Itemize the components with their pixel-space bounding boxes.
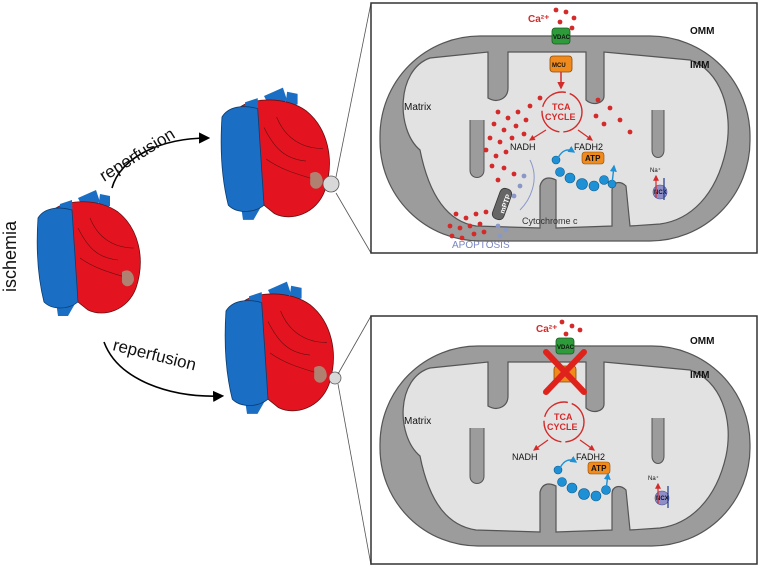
mitochondrion-panel-protected: OMM IMM Matrix Ca²⁺ VDAC TCA CYCLE NADH … — [370, 315, 758, 565]
ischemia-label: ischemia — [0, 220, 20, 292]
svg-text:CYCLE: CYCLE — [545, 112, 576, 122]
matrix-region — [402, 361, 729, 533]
svg-text:ATP: ATP — [591, 464, 607, 473]
zoom-lines-top — [335, 2, 372, 254]
ncx-exchanger: NCX Na⁺ — [650, 167, 668, 200]
electron-transport-chain — [553, 465, 611, 502]
svg-text:TCA: TCA — [554, 412, 573, 422]
calcium-efflux — [447, 209, 489, 241]
reperfusion-top-arrow — [111, 132, 211, 189]
vdac-channel: VDAC — [551, 27, 571, 45]
calcium-overload-matrix — [483, 95, 633, 183]
mcu-channel: MCU — [549, 55, 573, 73]
imm-label: IMM — [690, 370, 709, 381]
svg-text:Na⁺: Na⁺ — [648, 475, 659, 482]
cytochrome-label: Cytochrome c — [522, 216, 578, 226]
cytochrome-c-release — [495, 173, 527, 239]
nadh-label: NADH — [512, 452, 538, 462]
svg-text:CYCLE: CYCLE — [547, 422, 578, 432]
mitochondrion-panel-injury: OMM IMM Matrix Ca²⁺ VDAC MCU TCA CYCLE N… — [370, 2, 758, 254]
svg-text:Na⁺: Na⁺ — [650, 167, 661, 174]
matrix-label: Matrix — [404, 416, 431, 427]
matrix-label: Matrix — [404, 102, 431, 113]
ischemic-heart — [36, 189, 141, 317]
omm-label: OMM — [690, 336, 714, 347]
matrix-region — [402, 51, 729, 229]
tca-cycle: TCA CYCLE — [543, 401, 585, 443]
apoptosis-label: APOPTOSIS — [452, 240, 510, 251]
imm-label: IMM — [690, 60, 709, 71]
calcium-label: Ca²⁺ — [536, 324, 557, 335]
reperfused-heart-top — [220, 87, 340, 221]
vdac-channel: VDAC — [555, 337, 575, 355]
nadh-label: NADH — [510, 142, 536, 152]
fadh2-label: FADH2 — [576, 452, 605, 462]
atp-badge: ATP — [587, 461, 611, 475]
calcium-label: Ca²⁺ — [528, 14, 549, 25]
tca-cycle: TCA CYCLE — [541, 91, 583, 133]
reperfusion-top-label: reperfusion — [96, 124, 178, 185]
svg-text:NCX: NCX — [656, 496, 669, 502]
svg-text:VDAC: VDAC — [557, 345, 575, 351]
svg-text:MCU: MCU — [552, 63, 566, 69]
atp-badge: ATP — [581, 151, 605, 165]
omm-label: OMM — [690, 26, 714, 37]
ncx-exchanger: NCX Na⁺ — [648, 475, 670, 508]
zoom-lines-bottom — [337, 315, 372, 566]
calcium-ions-outside — [559, 319, 583, 337]
fadh2-label: FADH2 — [574, 142, 603, 152]
svg-text:NCX: NCX — [654, 190, 667, 196]
reperfused-heart-bottom — [224, 281, 342, 415]
calcium-ions-outside — [553, 7, 577, 31]
svg-text:TCA: TCA — [552, 102, 571, 112]
reperfusion-bottom-arrow — [103, 341, 225, 402]
mcu-inhibition-cross — [543, 349, 587, 395]
svg-text:VDAC: VDAC — [553, 35, 571, 41]
svg-text:ATP: ATP — [585, 154, 601, 163]
